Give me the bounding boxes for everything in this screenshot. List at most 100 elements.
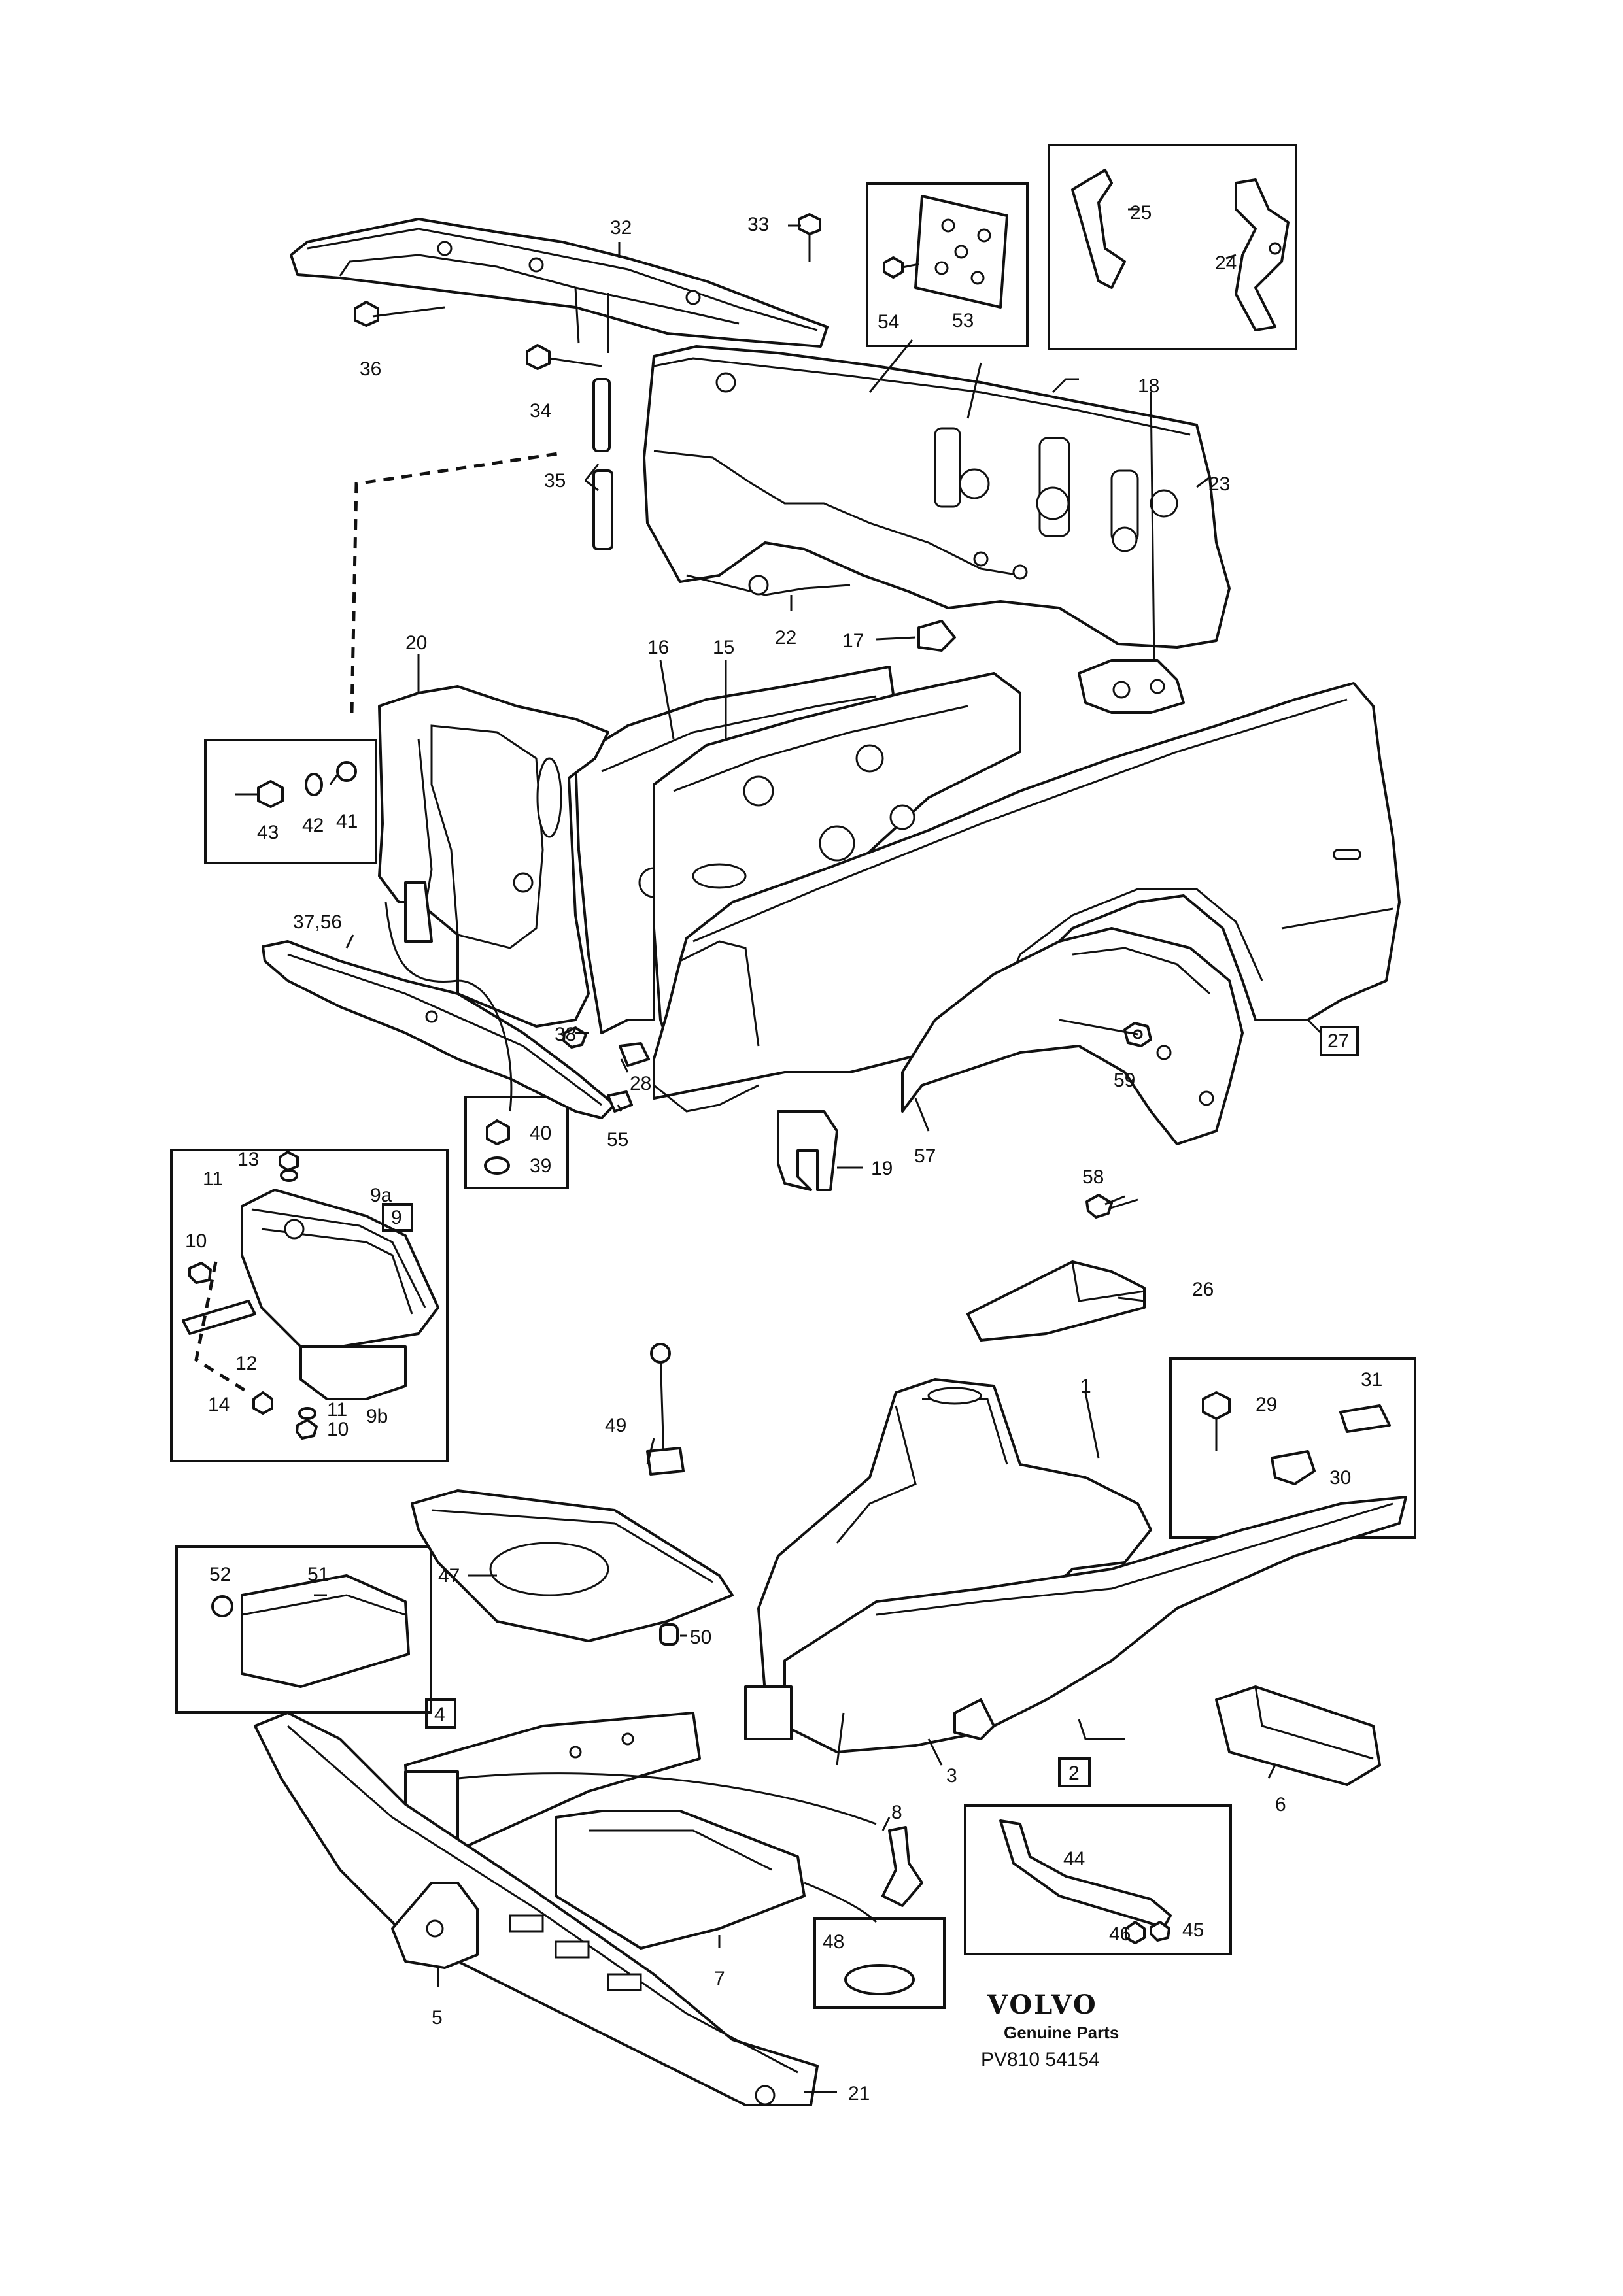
part-57-splash-shield [901, 927, 1244, 1145]
callout-19: 19 [871, 1158, 893, 1179]
callout-52: 52 [209, 1564, 231, 1585]
part-18-bracket [1078, 659, 1185, 714]
part-53-plate [914, 195, 1008, 309]
callout-45: 45 [1182, 1919, 1204, 1941]
callout-28: 28 [630, 1073, 651, 1094]
part-3-bracket [953, 1698, 995, 1740]
part-26-bracket [966, 1260, 1146, 1342]
callout-33: 33 [747, 214, 769, 235]
callout-40: 40 [530, 1123, 551, 1144]
part-32-upper-crossmember [290, 218, 829, 353]
part-10-bolt [188, 1262, 212, 1284]
part-27-front-wing [653, 682, 1401, 1113]
callout-36: 36 [360, 358, 381, 380]
callout-5: 5 [432, 2007, 443, 2029]
brand-code: PV810 54154 [981, 2049, 1100, 2070]
brand-block: VOLVO Genuine Parts PV810 54154 [981, 1989, 1119, 2070]
part-31-clip [1339, 1404, 1391, 1433]
connector-20-to-35 [350, 451, 563, 713]
callout-49: 49 [605, 1415, 626, 1436]
part-43-nut [235, 780, 284, 808]
part-8-bracket [881, 1826, 923, 1907]
part-23-firewall-panel [643, 345, 1231, 649]
callout-labels: 32 33 53 54 25 24 36 34 35 18 23 22 17 2… [185, 202, 1382, 2104]
part-55-clip [607, 1090, 633, 1113]
part-10b-bolt [296, 1419, 318, 1440]
part-45-bolt [1150, 1921, 1170, 1942]
callout-11b: 11 [327, 1399, 347, 1421]
part-6-bracket [1215, 1685, 1381, 1786]
leader-lines [314, 208, 1322, 2093]
callout-26: 26 [1192, 1279, 1214, 1300]
callout-39: 39 [530, 1155, 551, 1177]
part-59-nut [1123, 1022, 1152, 1047]
detail-box-44-46 [964, 1804, 1232, 1955]
callout-25: 25 [1130, 202, 1152, 224]
connector-7-to-48 [804, 1882, 878, 1923]
part-20-radiator-support-side [378, 685, 609, 1028]
part-11b-washer [298, 1407, 316, 1420]
brand-logo: VOLVO [987, 1989, 1098, 2020]
callout-12: 12 [235, 1353, 257, 1374]
callout-38: 38 [555, 1024, 576, 1045]
part-25-bracket [1071, 169, 1126, 289]
callout-14: 14 [208, 1394, 230, 1415]
callout-32: 32 [610, 217, 632, 239]
part-42-washer [305, 773, 323, 796]
callout-41: 41 [336, 811, 358, 832]
part-21-crossmember [254, 1712, 819, 2106]
callout-16: 16 [647, 637, 669, 658]
part-11-washer [280, 1169, 298, 1182]
callout-18: 18 [1138, 375, 1159, 397]
callout-42: 42 [302, 815, 324, 836]
callout-55: 55 [607, 1129, 628, 1151]
callout-47: 47 [438, 1565, 460, 1587]
callout-23: 23 [1208, 473, 1230, 495]
connector-4-to-8 [457, 1772, 877, 1825]
callout-50: 50 [690, 1627, 711, 1648]
callout-13: 13 [237, 1149, 259, 1170]
part-14-nut [252, 1391, 273, 1415]
part-12-clamp [182, 1300, 256, 1335]
callout-8: 8 [891, 1802, 902, 1823]
callout-24: 24 [1215, 252, 1237, 274]
callout-15: 15 [713, 637, 734, 658]
callout-48: 48 [823, 1931, 844, 1953]
detail-box-41-43 [204, 739, 377, 864]
callout-box-27 [1320, 1026, 1359, 1056]
part-46-nut [1125, 1921, 1146, 1944]
part-30-clip [1271, 1450, 1316, 1485]
part-13-nut [279, 1151, 299, 1172]
callout-29: 29 [1256, 1394, 1277, 1415]
callout-9: 9 [391, 1207, 402, 1228]
part-48-plug [844, 1964, 915, 1995]
callout-21: 21 [848, 2083, 870, 2104]
callout-17: 17 [842, 630, 864, 652]
callout-35: 35 [544, 470, 566, 492]
part-47-tray [411, 1489, 734, 1642]
detail-box-9 [170, 1149, 449, 1462]
part-54-bolt [883, 256, 919, 279]
detail-box-53-54 [866, 182, 1029, 347]
callout-4: 4 [434, 1704, 445, 1725]
connector-12 [194, 1261, 250, 1394]
callout-11a: 11 [203, 1168, 223, 1190]
callout-37-56: 37,56 [293, 911, 342, 933]
part-5-bracket [391, 1882, 479, 1969]
part-50-grommet [659, 1623, 679, 1646]
part-40-nut [486, 1119, 510, 1145]
brand-tagline: Genuine Parts [1004, 2023, 1119, 2042]
part-17-clip [917, 620, 956, 652]
part-9a-battery-tray [241, 1189, 439, 1348]
detail-box-51-52 [175, 1545, 432, 1714]
callout-59: 59 [1114, 1070, 1135, 1091]
part-49-rod [646, 1343, 685, 1476]
callout-27: 27 [1327, 1030, 1349, 1052]
callout-53: 53 [952, 310, 974, 331]
callout-box-2 [1058, 1757, 1091, 1787]
part-44-strap [999, 1819, 1172, 1929]
callout-34: 34 [530, 400, 551, 422]
callout-57: 57 [914, 1145, 936, 1167]
callout-10a: 10 [185, 1230, 207, 1252]
